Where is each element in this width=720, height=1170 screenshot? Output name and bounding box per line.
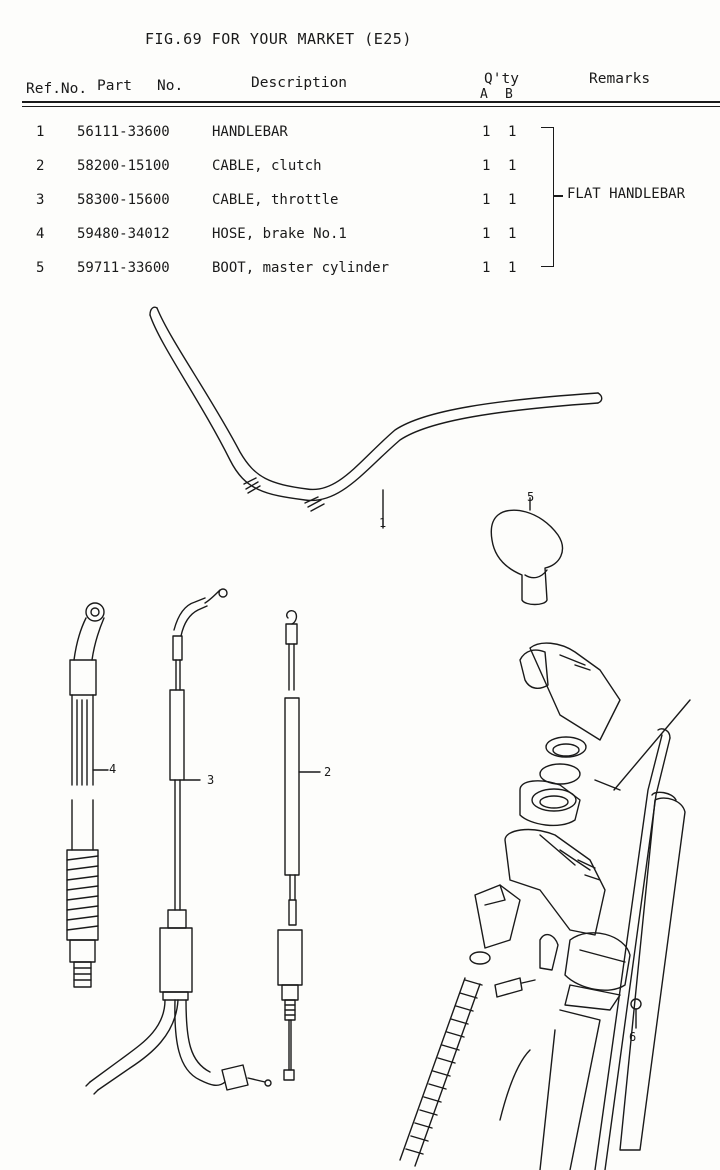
boot-drawing	[490, 497, 563, 606]
qty-b: 1	[508, 260, 517, 276]
qty-b: 1	[508, 192, 517, 208]
part-no: 59711-33600	[77, 260, 170, 276]
header-no: No.	[157, 78, 184, 94]
table-row: 4 59480-34012 HOSE, brake No.1 1 1	[0, 226, 720, 246]
remark-flat-handlebar: FLAT HANDLEBAR	[567, 186, 686, 202]
ref-no: 4	[36, 226, 45, 242]
qty-b: 1	[508, 124, 517, 140]
part-no: 58200-15100	[77, 158, 170, 174]
qty-a: 1	[482, 192, 491, 208]
qty-a: 1	[482, 124, 491, 140]
callout-5: 5	[527, 490, 535, 504]
part-no: 59480-34012	[77, 226, 170, 242]
table-row: 3 58300-15600 CABLE, throttle 1 1	[0, 192, 720, 212]
remark-bracket	[541, 127, 554, 267]
qty-a: 1	[482, 260, 491, 276]
steering-assembly-drawing	[399, 642, 691, 1170]
qty-b: 1	[508, 226, 517, 242]
callout-4: 4	[109, 762, 117, 776]
table-row: 5 59711-33600 BOOT, master cylinder 1 1	[0, 260, 720, 280]
callout-3: 3	[207, 773, 215, 787]
callout-2: 2	[324, 765, 332, 779]
figure-title: FIG.69 FOR YOUR MARKET (E25)	[145, 30, 412, 48]
ref-no: 2	[36, 158, 45, 174]
header-rule-thin	[22, 106, 720, 107]
ref-no: 3	[36, 192, 45, 208]
header-qty: Q'ty	[484, 71, 519, 87]
qty-a: 1	[482, 226, 491, 242]
qty-b: 1	[508, 158, 517, 174]
header-description: Description	[251, 75, 348, 91]
clutch-cable-drawing	[277, 609, 321, 1081]
callout-1: 1	[379, 516, 387, 530]
table-row: 1 56111-33600 HANDLEBAR 1 1	[0, 124, 720, 144]
header-rule	[22, 101, 720, 103]
part-no: 58300-15600	[77, 192, 170, 208]
header-ref-no: Ref.No.	[26, 81, 88, 97]
throttle-cable-drawing	[85, 588, 272, 1095]
qty-a: 1	[482, 158, 491, 174]
table-row: 2 58200-15100 CABLE, clutch 1 1	[0, 158, 720, 178]
description: BOOT, master cylinder	[212, 260, 390, 276]
description: CABLE, throttle	[212, 192, 339, 208]
handlebar-drawing	[149, 306, 603, 529]
callout-6: 6	[629, 1030, 637, 1044]
header-qty-b: B	[505, 87, 513, 102]
description: CABLE, clutch	[212, 158, 322, 174]
description: HANDLEBAR	[212, 124, 288, 140]
header-remarks: Remarks	[589, 71, 651, 87]
ref-no: 1	[36, 124, 45, 140]
header-qty-a: A	[480, 87, 488, 102]
part-no: 56111-33600	[77, 124, 170, 140]
header-part: Part	[97, 78, 132, 94]
brake-hose-drawing	[66, 602, 109, 988]
remark-bracket-tick	[553, 195, 563, 197]
description: HOSE, brake No.1	[212, 226, 347, 242]
ref-no: 5	[36, 260, 45, 276]
